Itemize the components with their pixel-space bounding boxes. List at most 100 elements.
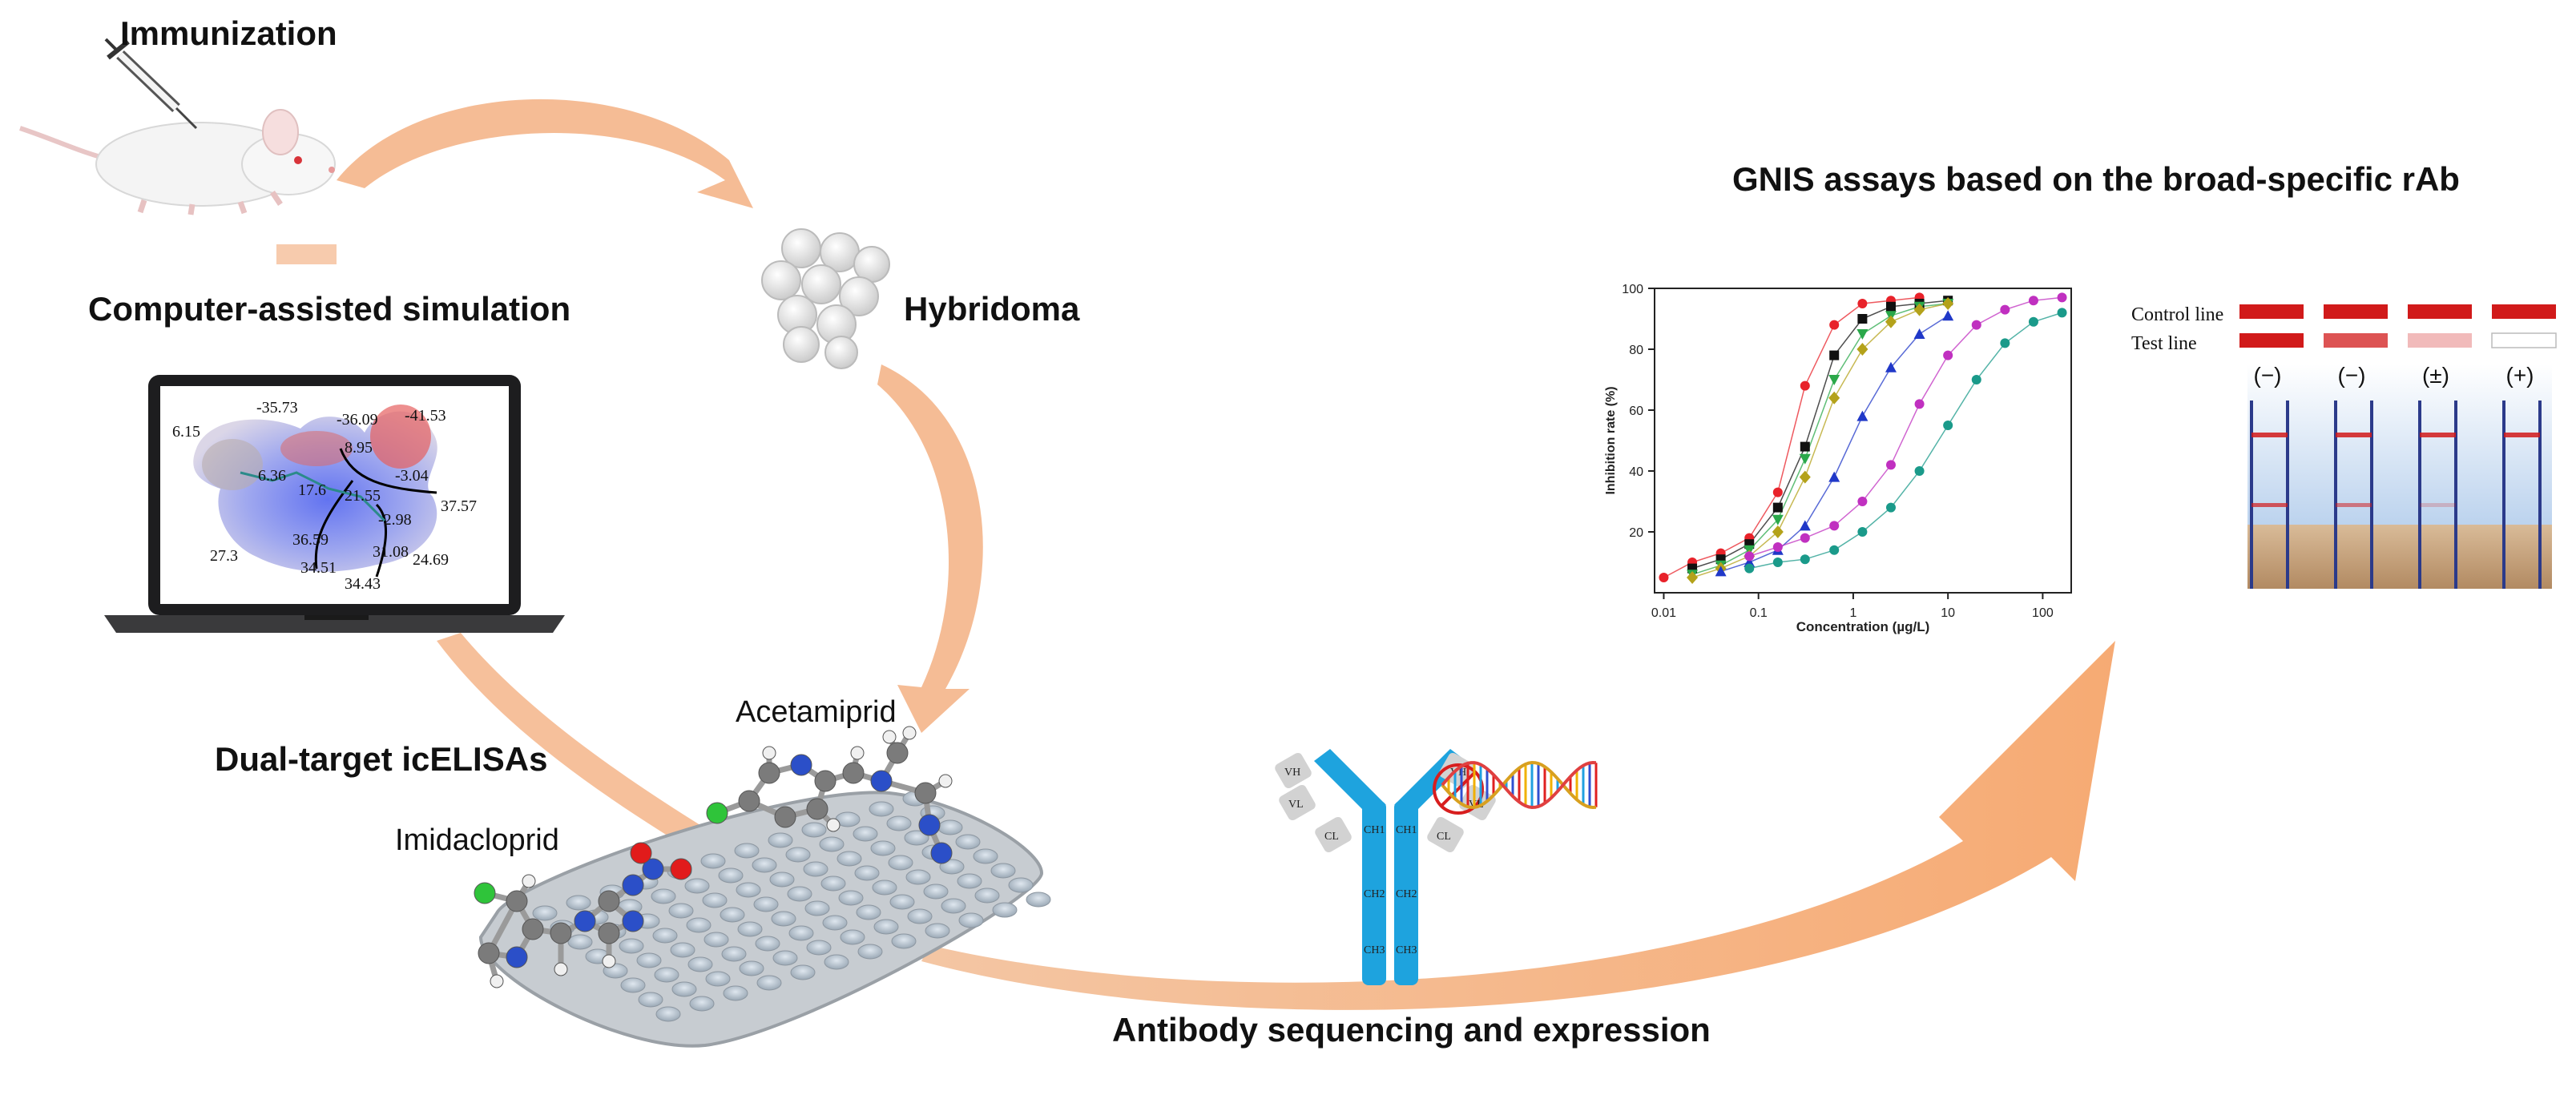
plate-well	[840, 929, 865, 945]
plate-well	[670, 942, 695, 958]
y-tick-label: 60	[1629, 405, 1643, 418]
data-point	[1829, 521, 1840, 531]
esp-value: 21.55	[345, 487, 381, 505]
esp-value: -36.09	[337, 411, 378, 429]
data-point	[1799, 470, 1811, 484]
data-point	[2057, 292, 2067, 303]
plate-well	[654, 967, 679, 983]
plate-well	[1026, 892, 1051, 908]
molecule-atom	[490, 974, 504, 988]
mouse-eye	[294, 156, 302, 164]
data-point	[1856, 343, 1869, 356]
data-point	[1829, 545, 1840, 555]
plate-well	[671, 981, 697, 997]
molecule-atom	[902, 726, 917, 740]
plate-well	[854, 865, 880, 881]
series-curve	[1663, 296, 1920, 578]
data-point	[1800, 441, 1810, 452]
molecule-atom	[478, 942, 500, 964]
arrow-laptop-to-icelisa	[437, 633, 713, 849]
data-point	[1885, 361, 1897, 372]
plate-well	[756, 975, 782, 991]
plate-well	[769, 872, 795, 888]
molecule-atom	[850, 746, 865, 760]
data-point	[1856, 410, 1869, 421]
svg-text:CH3: CH3	[1364, 944, 1385, 956]
strip-result-label: (−)	[2254, 363, 2282, 388]
molecule-atom	[814, 770, 836, 792]
plate-well	[838, 890, 864, 906]
molecule-atom	[474, 882, 496, 904]
deletion-mark	[1433, 763, 1484, 815]
data-point	[2000, 304, 2010, 315]
chart-y-axis-label: Inhibition rate (%)	[1604, 386, 1618, 494]
sequencing-label: Antibody sequencing and expression	[1112, 1011, 1711, 1049]
dna-strand	[1441, 761, 1597, 809]
molecule-atom	[930, 842, 953, 864]
mouse-illustration	[19, 109, 336, 215]
esp-value: -2.98	[378, 511, 412, 529]
strip-test-band	[2251, 503, 2288, 507]
plate-well	[668, 903, 694, 919]
data-point	[1971, 320, 1981, 330]
molecule-atom	[622, 910, 644, 932]
plate-well	[721, 946, 747, 962]
plate-well	[723, 985, 748, 1001]
molecule-atom	[602, 954, 616, 968]
strip-result-label: (±)	[2422, 363, 2449, 388]
series-curve	[1691, 303, 1949, 575]
y-tick-label: 100	[1622, 283, 1643, 296]
arrow-simulation-to-icelisa	[276, 244, 337, 264]
plate-well	[737, 921, 763, 937]
molecule-atom	[806, 798, 828, 820]
molecule-atom	[870, 770, 893, 792]
arrow-hybridoma-to-icelisa	[877, 364, 983, 733]
plate-wells	[532, 791, 1051, 1022]
strip-control-band	[2336, 433, 2372, 437]
plate-well	[752, 857, 777, 873]
laptop-illustration	[104, 375, 565, 633]
svg-text:VL: VL	[1288, 799, 1304, 811]
plate-well	[886, 815, 912, 831]
molecule-atom	[574, 910, 596, 932]
data-point	[1914, 466, 1925, 476]
data-point	[2028, 296, 2038, 306]
plate-well	[891, 933, 917, 949]
plate-well	[686, 917, 712, 933]
data-point	[1857, 527, 1868, 537]
control-line-bar	[2408, 304, 2472, 319]
immunization-label: Immunization	[120, 14, 337, 52]
plate-well	[718, 867, 744, 884]
x-tick-label: 10	[1941, 606, 1955, 620]
plate-well	[870, 840, 896, 856]
strip-result-label: (+)	[2506, 363, 2534, 388]
plate-well	[873, 919, 899, 935]
molecule-atom	[598, 890, 620, 912]
strip-test-band	[2336, 503, 2372, 507]
svg-text:CH2: CH2	[1396, 888, 1417, 900]
molecule-atom	[758, 762, 780, 784]
molecule-atom	[554, 962, 568, 976]
mouse-ear	[262, 109, 299, 155]
molecule-atom	[706, 802, 728, 824]
data-point	[1687, 571, 1699, 584]
plate-well	[705, 971, 731, 987]
plate-well	[702, 892, 728, 908]
data-point	[1885, 460, 1896, 470]
plate-well	[684, 878, 710, 894]
esp-value: -41.53	[405, 407, 446, 425]
data-point	[1659, 573, 1669, 582]
data-point	[1799, 520, 1811, 531]
molecule-atom	[622, 874, 644, 896]
plate-well	[739, 960, 764, 976]
molecule-atom	[630, 842, 652, 864]
test-line-bar	[2491, 332, 2557, 348]
plate-well	[787, 886, 812, 902]
data-point	[1744, 551, 1755, 562]
simulation-label: Computer-assisted simulation	[88, 290, 571, 328]
plate-well	[652, 928, 678, 944]
control-line-bar	[2324, 304, 2388, 319]
plate-well	[651, 888, 676, 904]
control-line-label: Control line	[2131, 304, 2223, 325]
plate-well	[655, 1006, 681, 1022]
